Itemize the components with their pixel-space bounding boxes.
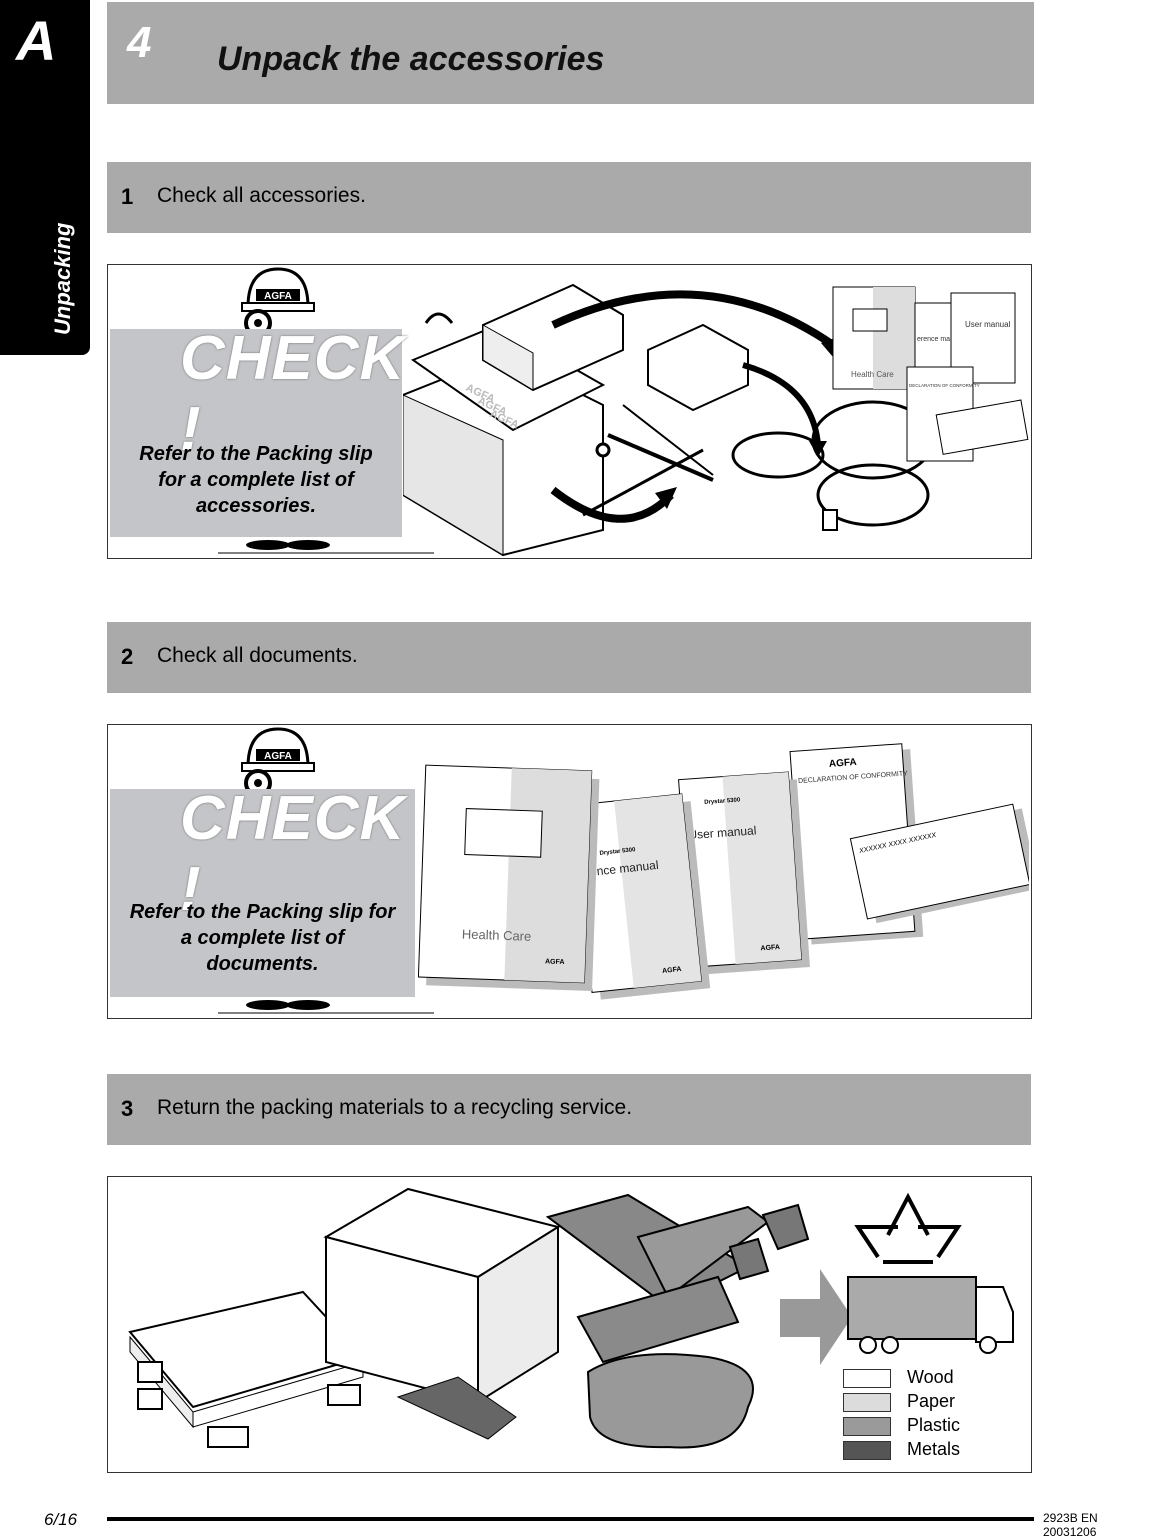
helmet-brand: AGFA bbox=[264, 291, 292, 302]
doc-health-brand: AGFA bbox=[545, 958, 565, 966]
step-bar-2: 2 Check all documents. bbox=[107, 622, 1031, 693]
mascot-feet-illustration bbox=[218, 995, 438, 1017]
chapter-letter: A bbox=[16, 8, 56, 73]
accessories-illustration: AGFA AGFA AGFA Health Care erence manual bbox=[403, 265, 1029, 558]
legend-label: Plastic bbox=[907, 1415, 960, 1436]
doc-user-brand: AGFA bbox=[760, 944, 780, 952]
doc-user-manual: User manual bbox=[965, 320, 1011, 329]
legend-swatch bbox=[843, 1369, 891, 1388]
step-number: 1 bbox=[121, 184, 133, 210]
truck-illustration bbox=[848, 1277, 1013, 1353]
step-text: Check all accessories. bbox=[157, 184, 366, 208]
title-bar: 4 Unpack the accessories bbox=[107, 2, 1034, 104]
section-label: Unpacking bbox=[50, 223, 76, 335]
step-bar-1: 1 Check all accessories. bbox=[107, 162, 1031, 233]
helmet-brand: AGFA bbox=[264, 751, 292, 762]
title-number: 4 bbox=[127, 18, 151, 68]
packing-slip-note: Refer to the Packing slip for a complete… bbox=[110, 899, 415, 977]
step-text: Return the packing materials to a recycl… bbox=[157, 1096, 632, 1120]
document-code: 2923B EN 20031206 bbox=[1043, 1511, 1151, 1539]
recycle-icon bbox=[858, 1197, 958, 1262]
accessories-panel: AGFA CHECK ! Refer to the Packing slip f… bbox=[107, 264, 1032, 559]
legend-label: Metals bbox=[907, 1439, 960, 1460]
recycling-panel: Wood Paper Plastic Metals bbox=[107, 1176, 1032, 1473]
step-bar-3: 3 Return the packing materials to a recy… bbox=[107, 1074, 1031, 1145]
check-callout: CHECK ! Refer to the Packing slip for a … bbox=[110, 329, 402, 537]
documents-panel: AGFA CHECK ! Refer to the Packing slip f… bbox=[107, 724, 1032, 1019]
packing-slip-note: Refer to the Packing slip for a complete… bbox=[110, 441, 402, 519]
footer-rule bbox=[107, 1517, 1034, 1521]
side-tab: A Unpacking bbox=[0, 0, 90, 355]
step-text: Check all documents. bbox=[157, 644, 358, 668]
legend-label: Wood bbox=[907, 1367, 954, 1388]
doc-declaration: DECLARATION OF CONFORMITY bbox=[909, 383, 980, 388]
legend-swatch bbox=[843, 1441, 891, 1460]
legend-swatch bbox=[843, 1393, 891, 1412]
legend-swatch bbox=[843, 1417, 891, 1436]
legend-label: Paper bbox=[907, 1391, 955, 1412]
documents-illustration: AGFA DECLARATION OF CONFORMITY XXXXXX XX… bbox=[418, 725, 1029, 1018]
page-title: Unpack the accessories bbox=[217, 40, 604, 79]
check-callout: CHECK ! Refer to the Packing slip for a … bbox=[110, 789, 415, 997]
doc-declaration-brand: AGFA bbox=[829, 757, 857, 770]
doc-health-care: Health Care bbox=[462, 926, 532, 943]
packing-materials-illustration bbox=[108, 1177, 1031, 1472]
step-number: 3 bbox=[121, 1096, 133, 1122]
doc-health-care: Health Care bbox=[851, 370, 894, 379]
page-number: 6/16 bbox=[44, 1510, 77, 1530]
step-number: 2 bbox=[121, 644, 133, 670]
